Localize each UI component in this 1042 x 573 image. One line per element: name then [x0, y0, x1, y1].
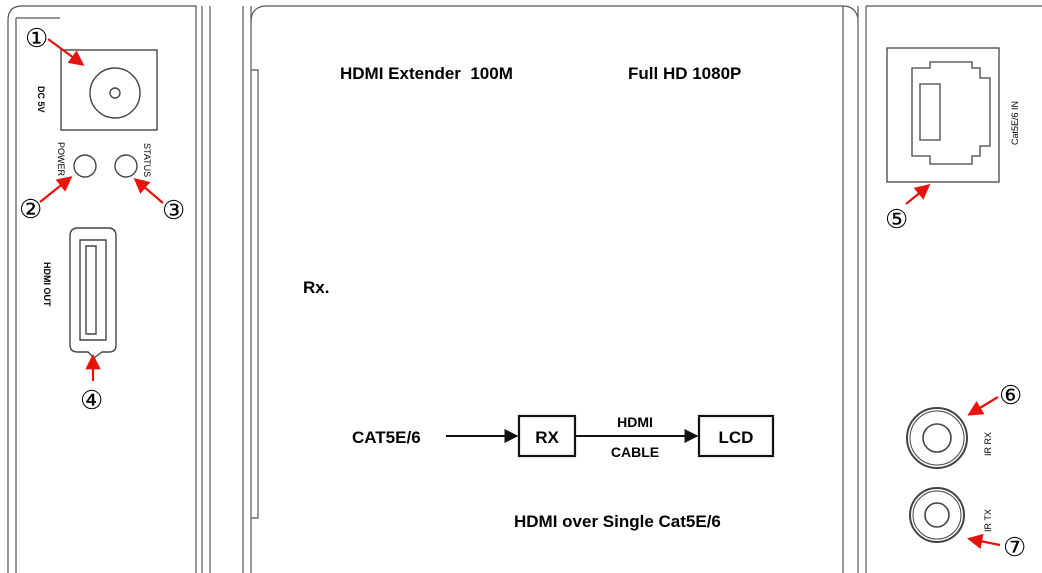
hdmi-out-port: [69, 227, 117, 359]
power-led: [73, 154, 97, 178]
callout-1: ①: [25, 23, 48, 53]
callout-arrows: [39, 38, 1001, 549]
callout-3: ③: [162, 195, 185, 225]
cat5-in-label: Cat5E/6 IN: [1010, 101, 1020, 145]
rx-box-label: RX: [535, 428, 559, 447]
callout-arrow-6: [967, 396, 999, 416]
cable-top-label: HDMI: [617, 414, 653, 430]
status-led: [114, 154, 138, 178]
ir-rx-jack: [906, 407, 968, 469]
dc-jack: [60, 49, 158, 131]
ir-rx-label: IR RX: [983, 432, 993, 456]
product-subtitle: HDMI over Single Cat5E/6: [514, 512, 721, 531]
status-label: STATUS: [142, 143, 152, 177]
ir-tx-jack: [909, 487, 965, 543]
power-label: POWER: [56, 142, 66, 177]
dc-label: DC 5V: [36, 86, 46, 113]
resolution-label: Full HD 1080P: [628, 64, 741, 83]
callout-arrow-1: [47, 38, 85, 66]
lcd-box-label: LCD: [719, 428, 754, 447]
flow-input-label: CAT5E/6: [352, 428, 421, 447]
hdmi-out-label: HDMI OUT: [42, 262, 52, 307]
product-title: HDMI Extender 100M: [340, 64, 513, 83]
callout-arrow-2: [39, 176, 73, 203]
lcd-box: [697, 414, 775, 458]
panel-frame: [7, 5, 1042, 573]
callout-6: ⑥: [999, 380, 1022, 410]
callout-2: ②: [19, 194, 42, 224]
cable-bottom-label: CABLE: [611, 444, 659, 460]
callout-markers: ① ② ③ ④ ⑤ ⑥ ⑦: [19, 23, 1026, 562]
callout-4: ④: [80, 385, 103, 415]
signal-flow: CAT5E/6 RX HDMI CABLE LCD: [352, 414, 775, 460]
cat5-in-port: [886, 47, 1000, 183]
ir-tx-label: IR TX: [983, 509, 993, 532]
unit-label: Rx.: [303, 278, 329, 297]
callout-arrow-3: [133, 178, 164, 204]
callout-7: ⑦: [1003, 532, 1026, 562]
callout-arrow-7: [966, 533, 1001, 549]
callout-5: ⑤: [885, 204, 908, 234]
callout-arrow-5: [905, 184, 931, 205]
